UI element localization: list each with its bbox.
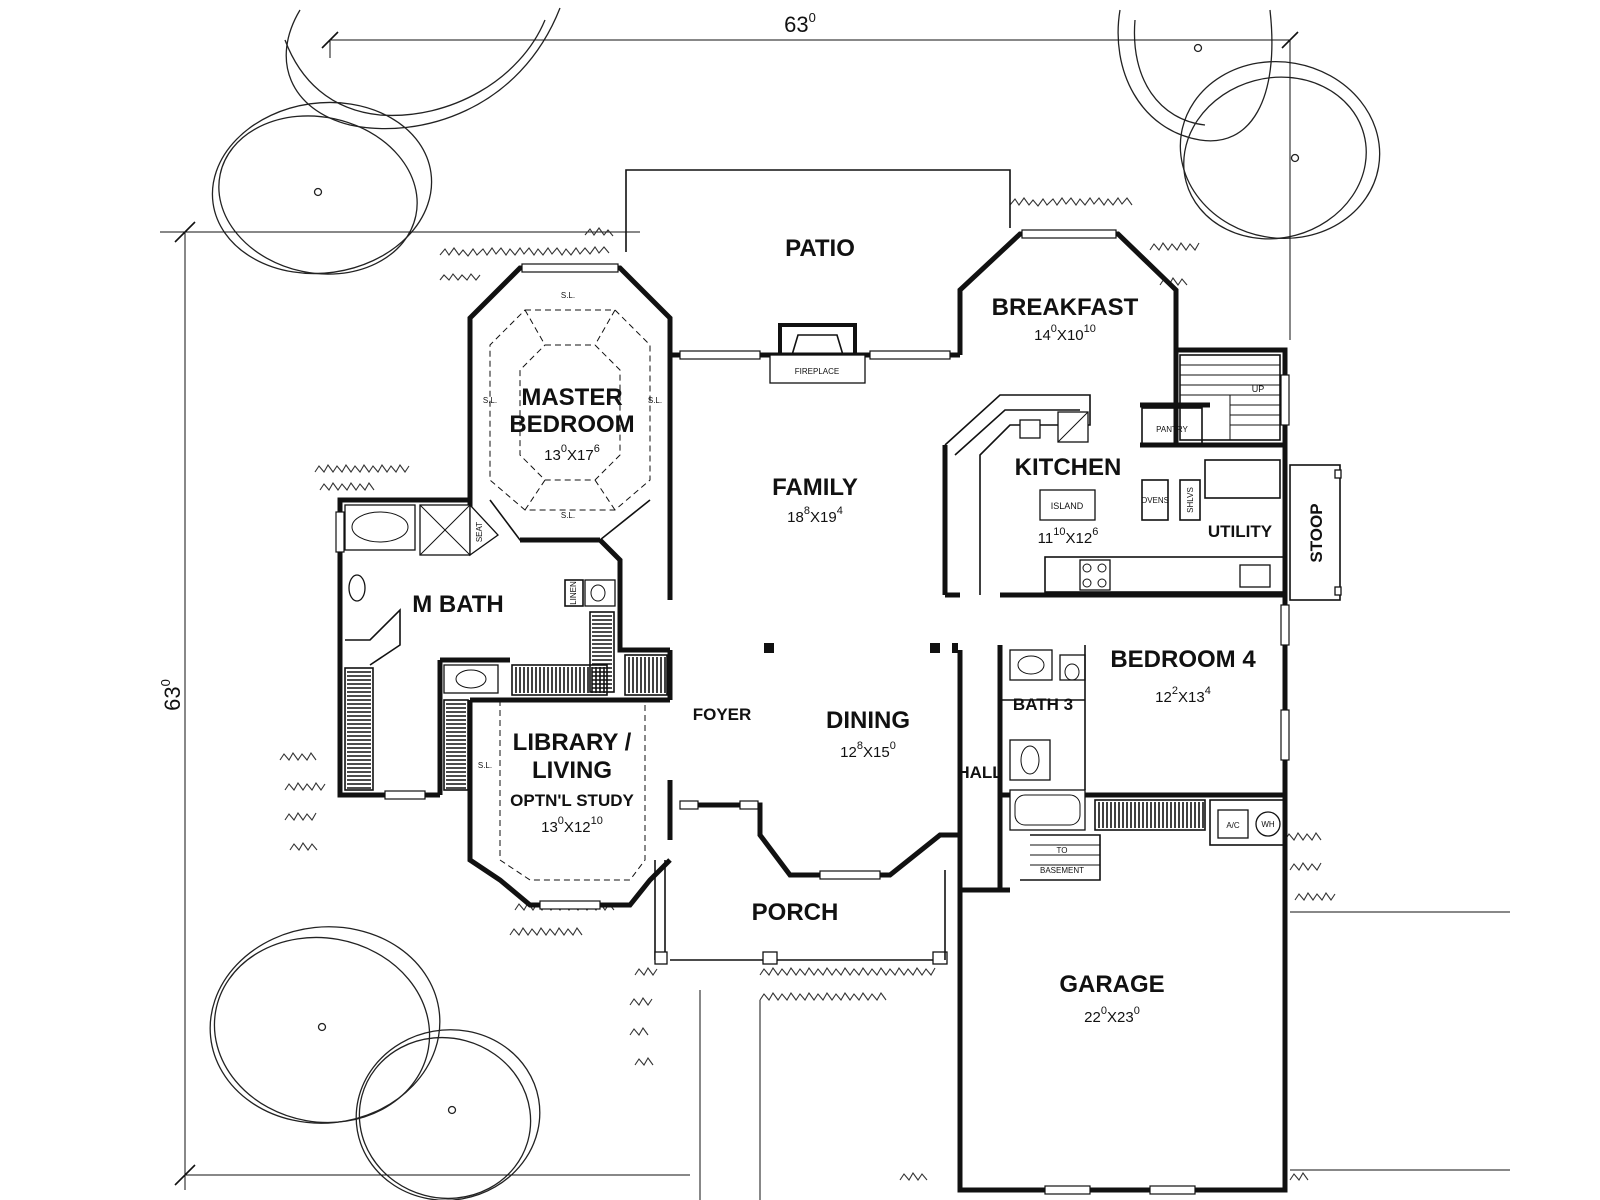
patio-label: PATIO xyxy=(785,235,855,262)
stoop-label: STOOP xyxy=(1307,503,1326,562)
dining-label: DINING xyxy=(826,707,910,734)
master-bedroom-dimensions: 130X176 xyxy=(544,443,600,464)
patio xyxy=(625,169,1011,252)
foyer-label: FOYER xyxy=(693,705,752,724)
family-label: FAMILY xyxy=(772,474,858,501)
hall-label: HALL xyxy=(957,763,1002,782)
bedroom4-label: BEDROOM 4 xyxy=(1110,646,1256,673)
shelf-mark: S.L. xyxy=(648,396,662,405)
breakfast-dimensions: 140X1010 xyxy=(1034,323,1096,344)
overall-width-label: 630 xyxy=(784,10,816,37)
to-label: TO xyxy=(1057,846,1068,855)
windows xyxy=(335,229,1290,1195)
dining-dimensions: 128X150 xyxy=(840,740,896,761)
overall-depth-label: 630 xyxy=(158,679,185,711)
basement-stair: TO BASEMENT xyxy=(1020,834,1101,881)
overall-width-dimension: 630 xyxy=(784,10,816,37)
ac-label: A/C xyxy=(1226,821,1240,830)
bedroom4-dimensions: 122X134 xyxy=(1155,685,1211,706)
master-bath-fixtures: SEAT LINEN xyxy=(344,503,616,694)
pantry-label: PANTRY xyxy=(1156,425,1188,434)
shelves-label: SHLVS xyxy=(1186,487,1195,513)
water-heater-label: WH xyxy=(1261,820,1275,829)
library-dimensions: 130X1210 xyxy=(541,815,603,836)
master-bath-label: M BATH xyxy=(412,591,504,618)
garage-dimensions: 220X230 xyxy=(1084,1005,1140,1026)
seat-label: SEAT xyxy=(475,522,484,542)
bath3-label: BATH 3 xyxy=(1013,695,1073,714)
shelf-mark: S.L. xyxy=(483,396,497,405)
tree-top-right xyxy=(1117,9,1381,240)
utility-label: UTILITY xyxy=(1208,522,1273,541)
kitchen-label: KITCHEN xyxy=(1015,454,1122,481)
island-label: ISLAND xyxy=(1051,501,1084,511)
overall-depth-dimension: 630 xyxy=(158,679,185,711)
shelf-marks: S.L. S.L. S.L. S.L. S.L. xyxy=(478,291,662,770)
shelf-mark: S.L. xyxy=(561,291,575,300)
library-label-line1: LIBRARY / xyxy=(513,729,632,756)
lot-lines xyxy=(160,31,1510,1200)
stairs: UP xyxy=(1179,354,1281,441)
shrubs xyxy=(279,197,1336,1181)
family-dimensions: 188X194 xyxy=(787,505,843,526)
stoop-slab xyxy=(1289,464,1342,601)
master-ceiling xyxy=(489,309,651,541)
breakfast-label: BREAKFAST xyxy=(992,294,1139,321)
bath3-fixtures xyxy=(1000,645,1086,831)
room-labels: PATIO BREAKFAST 140X1010 MASTER BEDROOM … xyxy=(412,235,1326,1026)
mechanical: A/C WH xyxy=(1209,799,1286,846)
porch-rail xyxy=(654,860,948,965)
garage-label: GARAGE xyxy=(1059,971,1164,998)
dining-columns xyxy=(764,643,958,653)
ovens-label: OVENS xyxy=(1141,496,1169,505)
shelf-mark: S.L. xyxy=(478,761,492,770)
master-bedroom-label-line1: MASTER xyxy=(521,384,622,411)
library-label-line2: LIVING xyxy=(532,757,612,784)
pantry: PANTRY xyxy=(1141,407,1203,445)
closets xyxy=(344,611,1206,831)
library-ceiling xyxy=(499,700,646,881)
basement-label: BASEMENT xyxy=(1040,866,1084,875)
porch-label: PORCH xyxy=(752,899,839,926)
linen-label: LINEN xyxy=(569,581,578,605)
kitchen-dimensions: 1110X126 xyxy=(1038,526,1099,547)
shelf-mark: S.L. xyxy=(561,511,575,520)
master-bedroom-label-line2: BEDROOM xyxy=(509,411,634,438)
tree-bottom-left xyxy=(209,926,541,1200)
kitchen-cabinets: ISLAND OVENS SHLVS xyxy=(944,394,1286,595)
library-label-line3: OPTN'L STUDY xyxy=(510,791,634,810)
trees xyxy=(209,7,1381,1200)
tree-top-left xyxy=(211,7,561,275)
stairs-up-label: UP xyxy=(1252,384,1265,394)
fireplace-label: FIREPLACE xyxy=(795,367,839,376)
fireplace: FIREPLACE xyxy=(769,323,866,384)
